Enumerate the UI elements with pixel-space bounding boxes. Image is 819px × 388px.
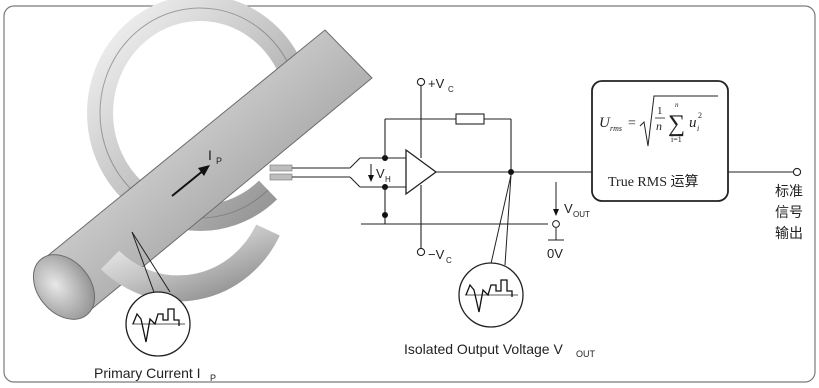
svg-text:1: 1 [657,105,663,117]
svg-text:n: n [675,101,679,109]
current-arrow-icon [171,165,210,197]
svg-text:2: 2 [698,111,702,120]
vout-label: V [564,201,573,216]
zero-v-label: 0V [547,246,563,261]
output-waveform-scope [458,262,524,328]
primary-current-caption: Primary Current I [94,365,201,381]
rms-formula: U rms = 1 n ∑ n i=1 u i 2 [599,95,718,147]
hall-sensor-element [269,164,293,181]
feedback-network [361,113,592,225]
output-line [728,167,802,177]
plus-vc-label: +V [428,76,445,91]
svg-text:U: U [599,115,611,131]
rms-block [591,80,729,202]
svg-text:=: = [628,116,636,131]
isolated-output-caption: Isolated Output Voltage V [404,341,563,357]
svg-text:OUT: OUT [576,349,596,359]
primary-waveform-scope [125,291,191,357]
svg-text:i=1: i=1 [671,135,682,144]
svg-text:C: C [446,256,452,265]
svg-text:OUT: OUT [573,210,590,219]
svg-text:∑: ∑ [668,111,685,137]
svg-text:n: n [656,119,662,133]
amplifier-icon [405,148,438,196]
svg-text:i: i [697,124,699,133]
svg-text:H: H [385,175,391,184]
output-label-line2: 信号 [775,205,803,221]
svg-text:rms: rms [610,124,622,133]
vh-label: V [376,166,385,181]
vout-indicator [548,182,564,241]
minus-vc-label: −V [428,247,445,262]
current-marker-label: I [208,147,212,163]
svg-text:P: P [210,373,216,383]
rms-caption: True RMS 运算 [608,174,699,190]
supply-rails [416,77,426,257]
svg-text:C: C [448,85,454,94]
svg-text:u: u [689,115,697,131]
diagram-frame [3,5,816,383]
svg-text:P: P [216,156,222,166]
output-label-line3: 输出 [775,226,803,242]
output-label-line1: 标准 [775,184,803,200]
